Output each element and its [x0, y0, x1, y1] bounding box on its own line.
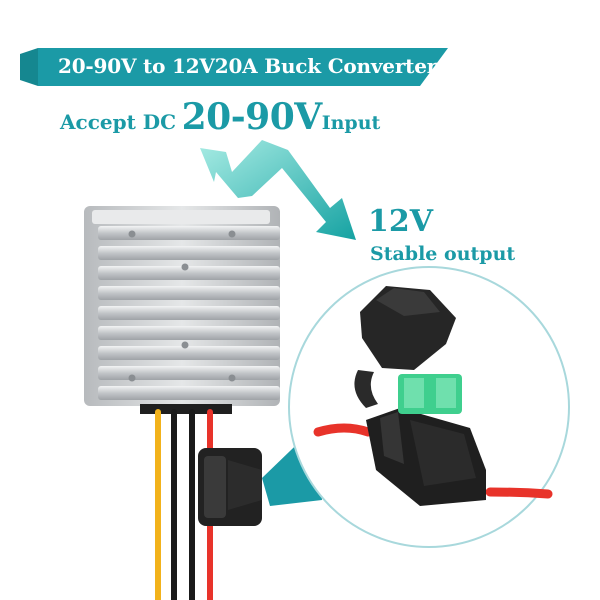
input-range: 20-90V [181, 96, 323, 138]
fuse-holder-icon [313, 286, 553, 506]
input-prefix: Accept DC [60, 110, 177, 134]
output-voltage: 12V [368, 204, 434, 239]
output-label: Stable output [370, 243, 516, 265]
converter-module-icon [84, 206, 280, 414]
banner-shape [20, 48, 448, 86]
title-banner: 20-90V to 12V20A Buck Converter [0, 48, 448, 86]
input-suffix: Input [321, 112, 381, 134]
lightning-arrow-icon [200, 140, 356, 240]
banner-title: 20-90V to 12V20A Buck Converter [58, 54, 438, 78]
inline-fuse-small [198, 448, 262, 526]
input-spec: Accept DC 20-90VInput [60, 96, 380, 138]
